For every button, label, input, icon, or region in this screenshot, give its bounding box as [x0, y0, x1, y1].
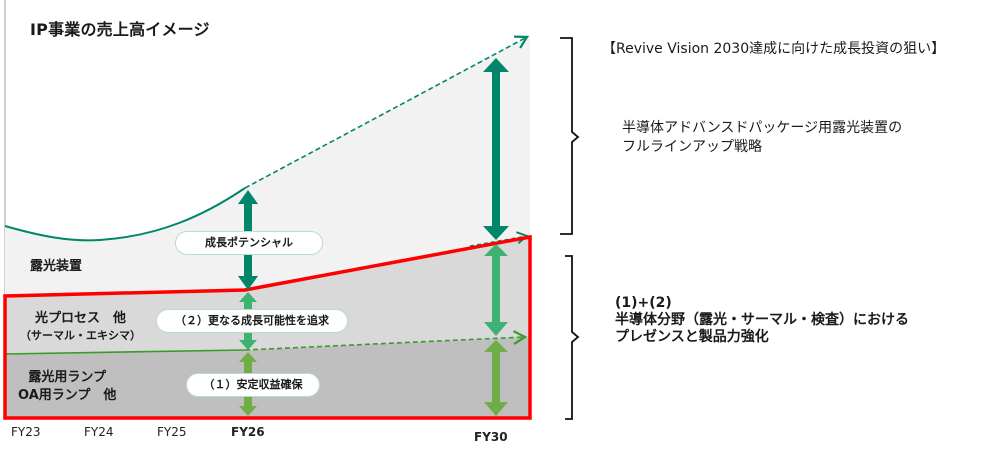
segment-label-exposure: 露光装置	[30, 259, 83, 274]
strategy-line3: プレゼンスと製品力強化	[615, 329, 769, 345]
x-label-fy23: FY23	[11, 425, 41, 439]
band-exposure-equipment	[5, 35, 530, 296]
growth-goal-line1: 半導体アドバンスドパッケージ用露光装置の	[622, 120, 903, 136]
growth-curve-actual	[4, 187, 246, 242]
chart-title: IP事業の売上高イメージ	[30, 20, 210, 39]
x-label-fy26: FY26	[231, 425, 265, 439]
segment-label-lamps: 露光用ランプ OA用ランプ 他	[18, 369, 116, 405]
brace-strategy	[565, 255, 580, 420]
segment-label-lamps-line1: 露光用ランプ	[28, 370, 106, 385]
lamp-process-divider	[4, 349, 246, 355]
x-label-fy25: FY25	[157, 425, 187, 439]
pill-growth-potential: 成長ポテンシャル	[175, 231, 323, 255]
segment-label-light-process-sub: （サーマル・エキシマ）	[20, 329, 141, 342]
growth-curve-projection	[244, 35, 529, 189]
highlight-border	[3, 234, 532, 420]
segment-label-lamps-line2: OA用ランプ 他	[18, 388, 117, 403]
lamp-process-divider-projection	[244, 330, 528, 351]
process-top-projection	[469, 231, 529, 247]
fy30-stable-arrow	[484, 340, 508, 416]
strategy-line1: (1)+(2)	[615, 295, 672, 311]
x-label-fy24: FY24	[84, 425, 114, 439]
investment-goal-heading: 【Revive Vision 2030達成に向けた成長投資の狙い】	[602, 41, 946, 57]
strategy-description: (1)+(2) 半導体分野（露光・サーマル・検査）における プレゼンスと製品力強…	[615, 295, 909, 346]
fy30-potential-arrow	[483, 58, 509, 240]
fy30-further-growth-arrow	[484, 244, 508, 336]
pill-stable-profit: （１）安定収益確保	[186, 373, 320, 397]
growth-goal-description: 半導体アドバンスドパッケージ用露光装置の フルラインアップ戦略	[622, 119, 902, 157]
segment-label-light-process-main: 光プロセス 他	[34, 311, 126, 326]
pill-further-growth: （２）更なる成長可能性を追求	[156, 309, 348, 333]
segment-label-light-process: 光プロセス 他 （サーマル・エキシマ）	[20, 307, 141, 343]
x-label-fy30: FY30	[474, 430, 508, 444]
growth-goal-line2: フルラインアップ戦略	[622, 139, 762, 155]
band-light-process	[5, 237, 530, 354]
strategy-line2: 半導体分野（露光・サーマル・検査）における	[615, 312, 909, 328]
brace-growth-goal	[560, 37, 580, 235]
